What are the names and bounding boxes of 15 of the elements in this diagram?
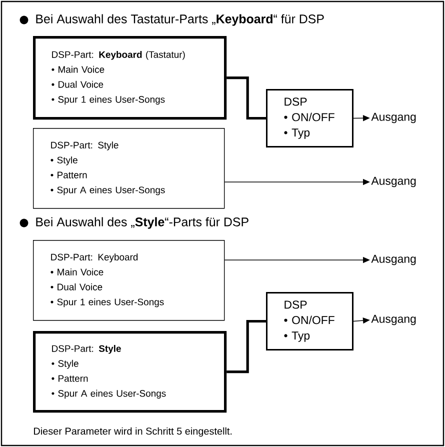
output-label: Ausgang — [371, 176, 416, 188]
part-box: DSP-Part: Keyboard • Main Voice • Dual Voice • Spur 1 eines User-Songs — [33, 240, 225, 321]
note: Dieser Parameter wird in Schritt 5 eingestellt. — [34, 427, 232, 437]
section-heading: Bei Auswahl des „Style“-Parts für DSP — [20, 217, 248, 229]
output-label: Ausgang — [371, 112, 416, 124]
dsp-box: DSP • ON/OFF • Typ — [266, 292, 354, 350]
dsp-box: DSP • ON/OFF • Typ — [266, 89, 354, 148]
connector — [226, 76, 266, 120]
part-box: DSP-Part: Style • Style • Pattern • Spur A eines User-Songs — [33, 331, 227, 413]
connector — [226, 320, 266, 374]
output-label: Ausgang — [371, 254, 416, 266]
part-box: DSP-Part: Keyboard (Tastatur) • Main Voice • Dual Voice • Spur 1 eines User-Songs — [33, 36, 227, 120]
output-label: Ausgang — [371, 314, 416, 326]
part-box: DSP-Part: Style • Style • Pattern • Spur A eines User-Songs — [33, 128, 225, 209]
section-heading: Bei Auswahl des Tastatur-Parts „Keyboard“ für DSP — [20, 14, 324, 26]
